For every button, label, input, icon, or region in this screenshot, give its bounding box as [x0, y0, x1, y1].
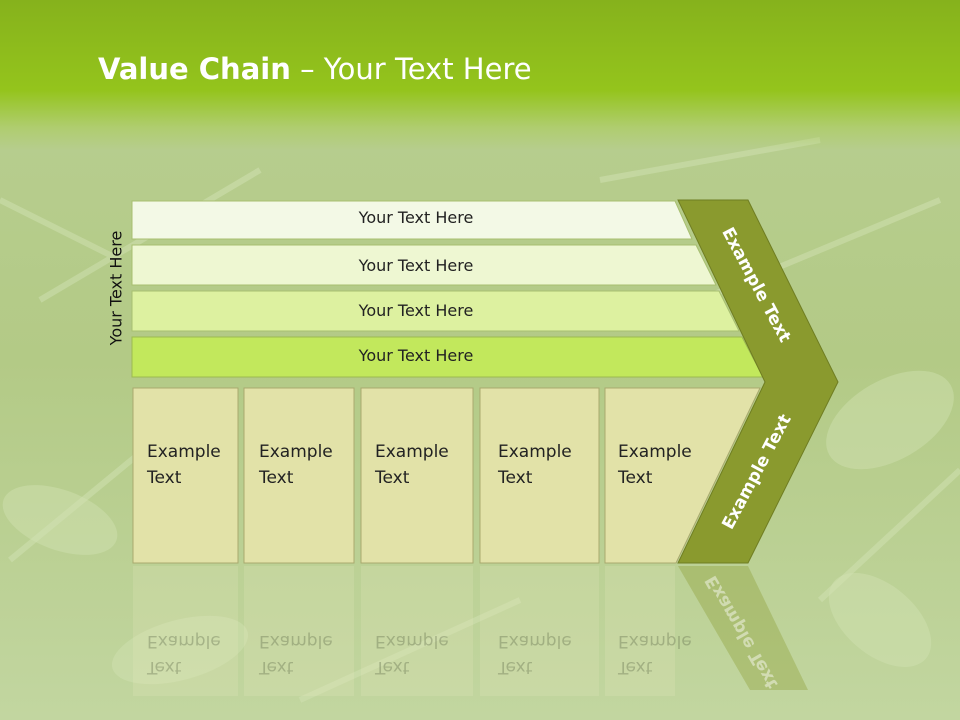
- cell-reflection-3-line1: Example: [375, 631, 449, 651]
- cell-4-line1: Example: [498, 442, 572, 462]
- row-label-4: Your Text Here: [358, 346, 474, 365]
- cell-reflection-1: Text Example: [147, 628, 221, 680]
- cell-1-line2: Text: [147, 468, 182, 488]
- cell-reflection-4: Text Example: [498, 628, 572, 680]
- chevron-reflection: [678, 566, 808, 690]
- chevron-arrow: [677, 199, 839, 564]
- cell-4-line2: Text: [498, 468, 533, 488]
- title-rest: – Your Text Here: [290, 52, 532, 86]
- cell-box-1: [132, 387, 239, 564]
- page-title: Value Chain – Your Text Here: [98, 52, 532, 86]
- header-band: [0, 0, 960, 150]
- cell-box-2: [243, 387, 355, 564]
- cell-reflection-3: Text Example: [375, 628, 449, 680]
- cell-box-5: [604, 387, 761, 564]
- cell-box-3: [360, 387, 474, 564]
- cell-reflection-5: Text Example: [618, 628, 692, 680]
- cell-reflection-5-line2: Text: [618, 657, 653, 677]
- cell-reflection-2-line2: Text: [259, 657, 294, 677]
- row-label-3: Your Text Here: [358, 301, 474, 320]
- cell-reflection-2-line1: Example: [259, 631, 333, 651]
- cell-1-line1: Example: [147, 442, 221, 462]
- cell-3-line2: Text: [375, 468, 410, 488]
- cell-reflection-3-line2: Text: [375, 657, 410, 677]
- cell-5-line2: Text: [618, 468, 653, 488]
- row-label-2: Your Text Here: [358, 256, 474, 275]
- cell-reflection-1-line2: Text: [147, 657, 182, 677]
- row-bar-3: [131, 290, 740, 332]
- cell-reflection-1-line1: Example: [147, 631, 221, 651]
- cell-reflection-4-line2: Text: [498, 657, 533, 677]
- row-label-1: Your Text Here: [358, 208, 474, 227]
- cell-reflection-5-line1: Example: [618, 631, 692, 651]
- title-bold: Value Chain: [98, 52, 291, 86]
- row-bar-1: [131, 200, 693, 240]
- cell-2-line2: Text: [259, 468, 294, 488]
- cell-3-line1: Example: [375, 442, 449, 462]
- row-bar-2: [131, 244, 717, 286]
- cell-2-line1: Example: [259, 442, 333, 462]
- cell-reflection-4-line1: Example: [498, 631, 572, 651]
- cell-reflection-2: Text Example: [259, 628, 333, 680]
- cell-5-line1: Example: [618, 442, 692, 462]
- cell-box-4: [479, 387, 600, 564]
